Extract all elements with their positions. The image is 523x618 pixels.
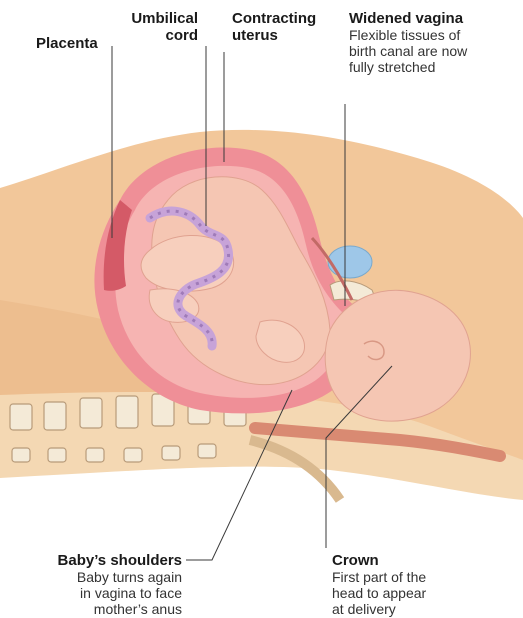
baby-head — [325, 290, 470, 421]
widened-vagina-label: Widened vagina Flexible tissues of birth… — [349, 10, 467, 75]
crown-desc-line1: First part of the — [332, 569, 426, 585]
crown-desc-line2: head to appear — [332, 585, 426, 601]
crown-title: Crown — [332, 552, 426, 569]
widened-vagina-desc-line3: fully stretched — [349, 59, 467, 75]
widened-vagina-desc-line1: Flexible tissues of — [349, 27, 467, 43]
contracting-uterus-label: Contracting uterus — [232, 10, 316, 44]
babys-shoulders-label: Baby’s shoulders Baby turns again in vag… — [20, 552, 182, 617]
contracting-uterus-label-line2: uterus — [232, 27, 316, 44]
widened-vagina-desc-line2: birth canal are now — [349, 43, 467, 59]
babys-shoulders-desc-line2: in vagina to face — [20, 585, 182, 601]
bladder — [328, 246, 372, 278]
placenta-label: Placenta — [36, 35, 98, 52]
crown-label: Crown First part of the head to appear a… — [332, 552, 426, 617]
crown-desc-line3: at delivery — [332, 601, 426, 617]
contracting-uterus-label-line1: Contracting — [232, 10, 316, 27]
babys-shoulders-title: Baby’s shoulders — [20, 552, 182, 569]
umbilical-cord-label-line1: Umbilical — [110, 10, 198, 27]
babys-shoulders-desc-line1: Baby turns again — [20, 569, 182, 585]
widened-vagina-title: Widened vagina — [349, 10, 467, 27]
umbilical-cord-label: Umbilical cord — [110, 10, 198, 44]
umbilical-cord-label-line2: cord — [110, 27, 198, 44]
babys-shoulders-desc-line3: mother’s anus — [20, 601, 182, 617]
